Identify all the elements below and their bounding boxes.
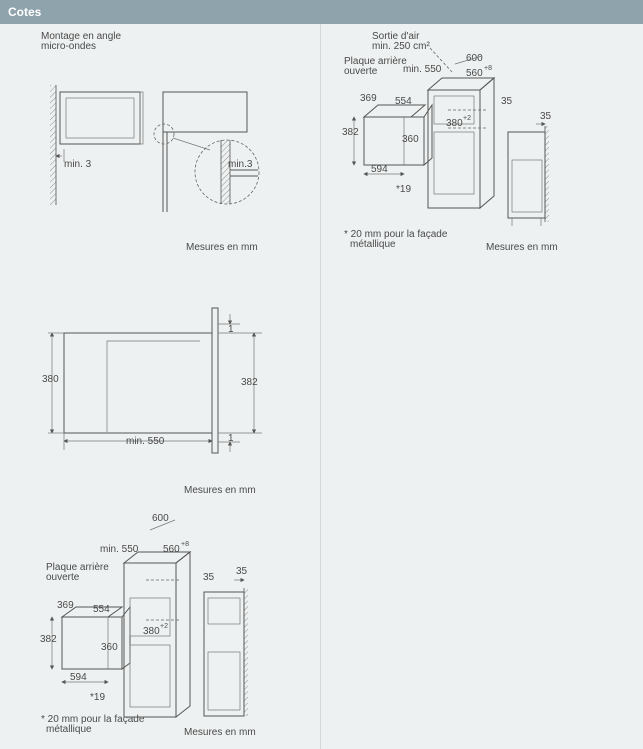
s3-side-cabinet: 35: [203, 566, 248, 717]
s4-dim-369: 369: [360, 93, 377, 104]
s2-front-panel: [211, 307, 219, 454]
s3-dim-380: 380: [143, 626, 160, 637]
s3-plaque-1: Plaque arrière: [46, 562, 109, 573]
s4-sup-380: +2: [463, 115, 471, 122]
s2-dim-gap-top: 1: [228, 324, 234, 335]
s3-cabinet: 600 min. 550 560 +8 35 380 +2: [100, 513, 215, 719]
s3-dim-35a: 35: [203, 572, 215, 583]
s4-side-cabinet: 35: [507, 111, 552, 226]
s1-dim-min3-left: min. 3: [64, 159, 92, 170]
s3-note-1: * 20 mm pour la façade: [41, 714, 145, 725]
s4-dim-382: 382: [342, 127, 359, 138]
s2-dim-depth: min. 550: [126, 436, 165, 447]
s4-dim-360: 360: [402, 134, 419, 145]
s3-dim-554: 554: [93, 604, 110, 615]
s3-microwave: 369 554 382 360 594 *19: [40, 600, 131, 703]
s2-dim-height: 380: [42, 374, 59, 385]
s2-dim-niche: 382: [241, 377, 258, 388]
s2-dim-gap-bottom: 1: [228, 433, 234, 444]
s1-front-view: min. 3: [50, 85, 144, 205]
s1-title-2: micro-ondes: [41, 41, 97, 52]
s4-plaque-1: Plaque arrière: [344, 56, 407, 67]
s4-cabinet: 600 min. 550 560 +8 35 380 +2: [403, 47, 513, 210]
s4-air-2: min. 250 cm²: [372, 41, 430, 52]
s3-dim-369: 369: [57, 600, 74, 611]
s1-wall-left: [50, 85, 56, 205]
s1-title-1: Montage en angle: [41, 31, 122, 42]
s4-note-2: métallique: [350, 239, 396, 250]
column-divider: [320, 24, 321, 749]
s3-dim-360: 360: [101, 642, 118, 653]
s1-dim-min3-right: min.3: [228, 159, 253, 170]
s4-dim-560: 560: [466, 68, 483, 79]
s3-dim-560: 560: [163, 544, 180, 555]
section-header: Cotes: [0, 0, 643, 24]
s4-dim-380: 380: [446, 118, 463, 129]
s4-units: Mesures en mm: [486, 242, 558, 253]
s4-dim-35b: 35: [540, 111, 552, 122]
s4-dim-554: 554: [395, 96, 412, 107]
s4-sup-560: +8: [484, 65, 492, 72]
s2-units: Mesures en mm: [184, 485, 256, 496]
s3-sup-380: +2: [160, 623, 168, 630]
s3-dim-600: 600: [152, 513, 169, 524]
s4-plaque-2: ouverte: [344, 66, 378, 77]
s4-dim-35a: 35: [501, 96, 513, 107]
s4-dim-19: *19: [396, 184, 411, 195]
s3-dim-19: *19: [90, 692, 105, 703]
s3-dim-382: 382: [40, 634, 57, 645]
s3-dim-35b: 35: [236, 566, 248, 577]
s4-air-1: Sortie d'air: [372, 31, 420, 42]
header-title: Cotes: [8, 5, 42, 19]
s4-note-1: * 20 mm pour la façade: [344, 229, 448, 240]
s3-dim-594: 594: [70, 672, 87, 683]
s4-microwave: 369 554 382 360 594 *19: [342, 93, 433, 195]
s2-section-view: 380 382 1 1 min. 550: [42, 307, 262, 454]
s3-plaque-2: ouverte: [46, 572, 80, 583]
s1-side-view: min.3: [153, 91, 260, 212]
s3-note-2: métallique: [46, 724, 92, 735]
s4-dim-594: 594: [371, 164, 388, 175]
s4-dim-min550: min. 550: [403, 64, 442, 75]
s3-dim-min550: min. 550: [100, 544, 139, 555]
s3-units: Mesures en mm: [184, 727, 256, 738]
s2-appliance: [63, 332, 213, 434]
s1-units: Mesures en mm: [186, 242, 258, 253]
s3-sup-560: +8: [181, 541, 189, 548]
